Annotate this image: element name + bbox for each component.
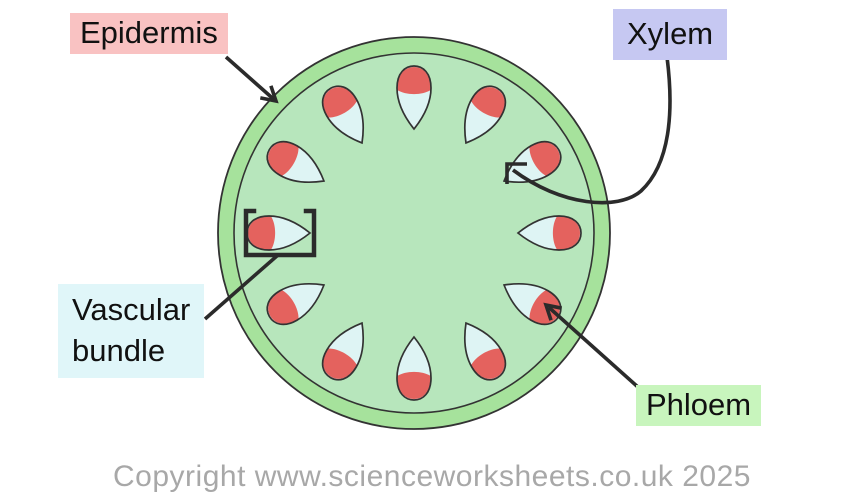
phloem-region xyxy=(471,348,505,379)
bundle-outline xyxy=(321,85,365,145)
bundle-outline xyxy=(516,215,582,251)
phloem-region xyxy=(397,371,431,399)
phloem-region xyxy=(323,348,357,379)
phloem-arrow xyxy=(547,306,641,390)
vascular-bundle xyxy=(266,282,326,326)
phloem-region xyxy=(552,216,580,250)
vascular-bundle xyxy=(321,321,365,381)
vascular-bundles-group xyxy=(246,65,582,401)
bundle-outline xyxy=(396,65,432,131)
epidermis-arrowhead xyxy=(259,85,279,104)
xylem-arrowhead xyxy=(505,162,527,184)
vascular-bundle-label-line1: Vascular xyxy=(72,292,191,327)
bundle-outline xyxy=(502,140,562,184)
bundle-outline xyxy=(266,140,326,184)
phloem-label: Phloem xyxy=(636,385,762,426)
xylem-leader-line xyxy=(511,56,672,205)
vascular-bundle xyxy=(266,140,326,184)
vascular-bundle-label: Vascular bundle xyxy=(58,284,205,378)
phloem-region xyxy=(529,290,560,324)
phloem-region xyxy=(471,87,505,118)
phloem-region xyxy=(268,142,299,176)
bundle-outline xyxy=(463,85,507,145)
copyright-text: Copyright www.scienceworksheets.co.uk 20… xyxy=(113,460,751,493)
phloem-region xyxy=(248,216,276,250)
bundle-outline xyxy=(396,335,432,401)
vascular-bundle xyxy=(463,85,507,145)
vascular-bundle xyxy=(396,65,432,131)
vascular-bundle xyxy=(321,85,365,145)
bundle-outline xyxy=(321,321,365,381)
bundle-outline xyxy=(463,321,507,381)
phloem-region xyxy=(323,87,357,118)
vascular-bundle-label-line2: bundle xyxy=(72,332,166,368)
phloem-region xyxy=(268,290,299,324)
vascular-bundle xyxy=(463,321,507,381)
ground-tissue xyxy=(233,52,595,414)
epidermis-arrow xyxy=(224,55,276,101)
phloem-arrowhead xyxy=(543,302,563,321)
vascular-bundle-leader-line xyxy=(203,253,280,321)
bundle-bracket xyxy=(243,208,317,258)
phloem-region xyxy=(397,67,431,95)
vascular-bundle xyxy=(516,215,582,251)
vascular-bundle xyxy=(396,335,432,401)
epidermis-label: Epidermis xyxy=(70,13,228,54)
bundle-outline xyxy=(266,282,326,326)
xylem-label: Xylem xyxy=(613,9,728,60)
phloem-region xyxy=(529,142,560,176)
